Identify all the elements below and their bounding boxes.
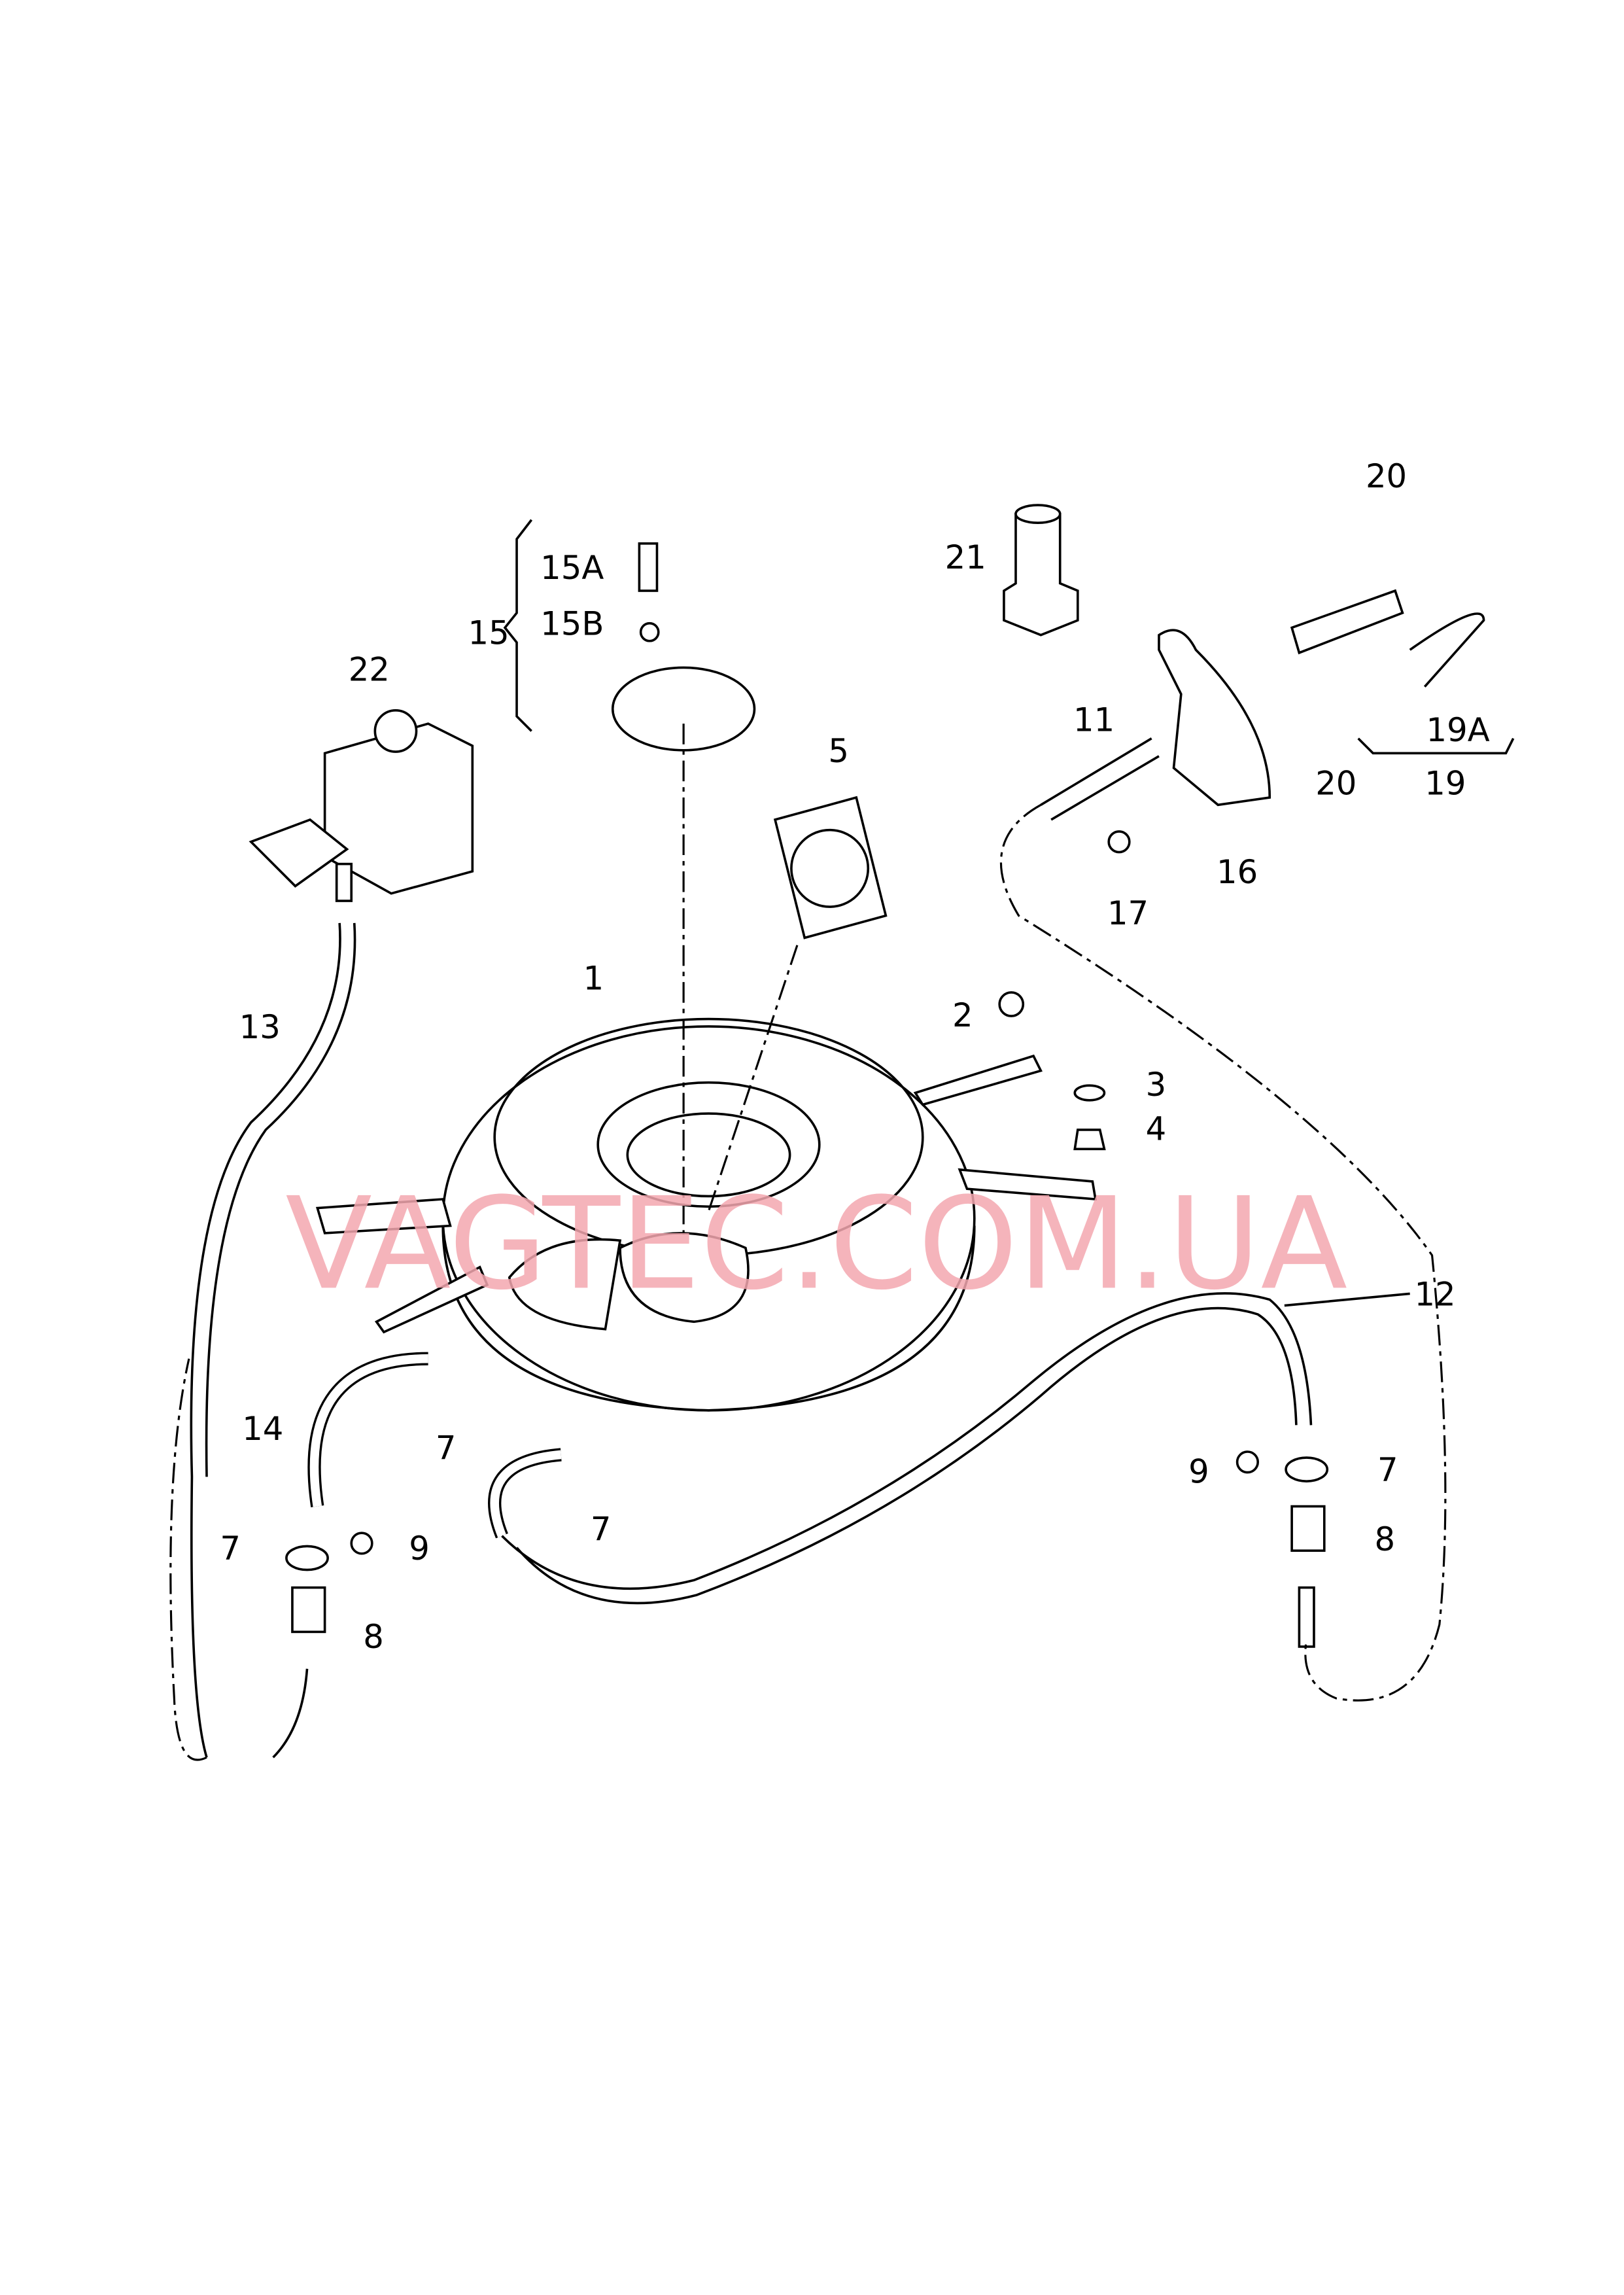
tank-brackets	[315, 1054, 1097, 1334]
callout-20b: 20	[1315, 765, 1356, 803]
callout-22: 22	[349, 651, 390, 689]
cover-plate	[503, 519, 756, 752]
routing-lines	[169, 724, 1447, 1761]
callout-7a: 7	[436, 1429, 457, 1467]
callout-20a: 20	[1366, 457, 1407, 495]
callout-15a: 15A	[540, 549, 604, 587]
callout-8a: 8	[363, 1618, 384, 1656]
callout-17: 17	[1107, 894, 1149, 932]
callout-2: 2	[952, 996, 973, 1034]
callout-8b: 8	[1375, 1520, 1396, 1558]
callout-12: 12	[1414, 1276, 1455, 1314]
callout-19: 19	[1425, 765, 1466, 803]
callout-4: 4	[1146, 1110, 1167, 1148]
callout-3: 3	[1146, 1066, 1167, 1104]
callout-11: 11	[1073, 701, 1114, 739]
callout-7c: 7	[220, 1530, 241, 1568]
callout-12-leader	[1284, 1292, 1410, 1307]
callout-14: 14	[242, 1410, 283, 1448]
callout-21: 21	[945, 538, 986, 576]
callout-15b: 15B	[540, 605, 604, 643]
callout-9a: 9	[409, 1530, 430, 1568]
level-gauge	[773, 796, 888, 939]
callout-15: 15	[468, 614, 510, 652]
gas-tank	[441, 1017, 976, 1412]
gas-lines	[190, 922, 1313, 1759]
callout-9b: 9	[1188, 1452, 1209, 1490]
gas-regulator	[249, 709, 474, 902]
fittings	[285, 991, 1329, 1648]
callout-16: 16	[1217, 853, 1258, 891]
callout-19a: 19A	[1426, 711, 1490, 749]
watermark: VAGTEC.COM.UA	[285, 1170, 1347, 1318]
callout-13: 13	[239, 1008, 281, 1046]
callout-7d: 7	[1377, 1451, 1398, 1489]
callout-labels: 1 2 3 4 5 7 7 7 7 8 8 9 9 11 12 13 14 15…	[220, 457, 1489, 1656]
callout-7b: 7	[591, 1510, 612, 1548]
callout-5: 5	[828, 732, 849, 770]
callout-1: 1	[583, 959, 604, 997]
mounting-plate	[1040, 589, 1515, 854]
filler-adapter	[1003, 504, 1079, 637]
